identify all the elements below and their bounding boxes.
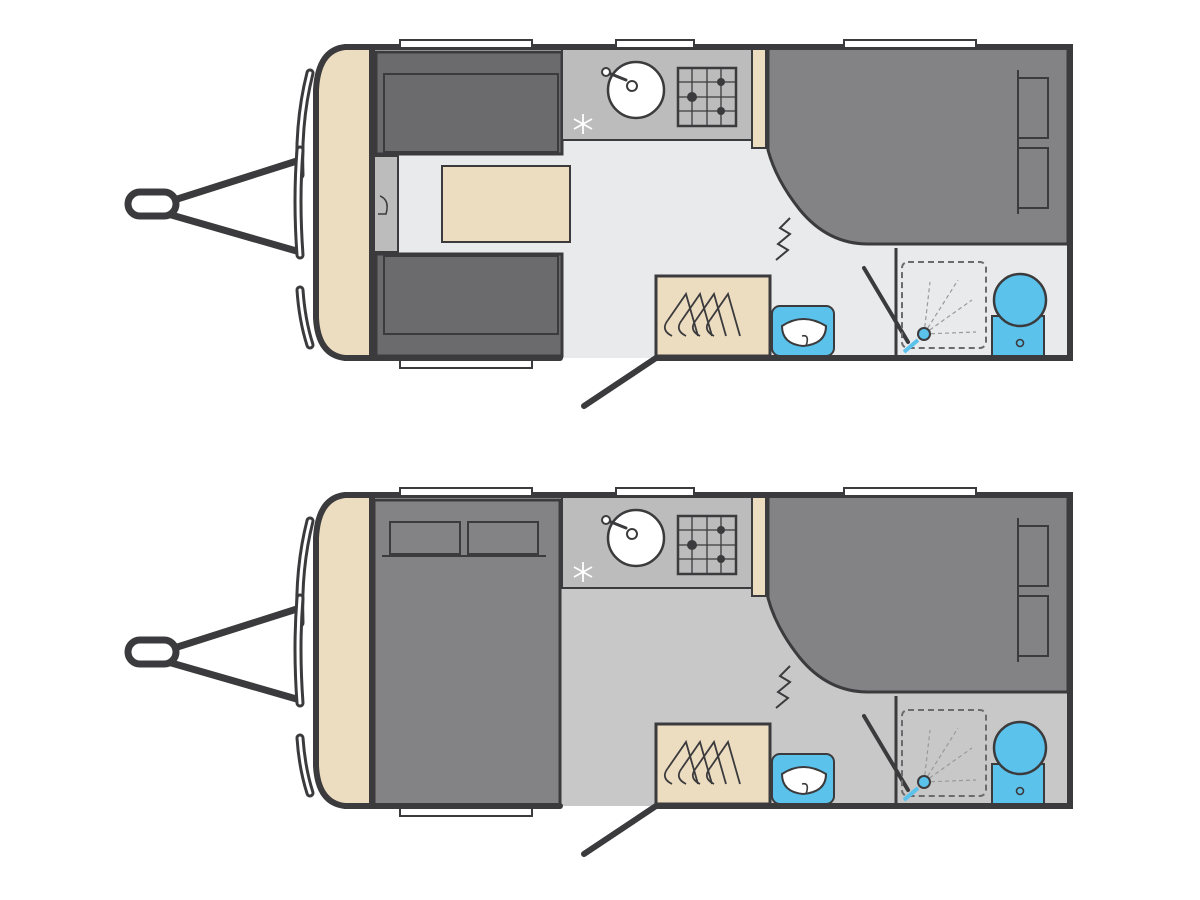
- pillow: [467, 521, 539, 555]
- tow-hitch-icon: [124, 604, 304, 704]
- washbasin-icon: [771, 305, 835, 357]
- entrance-door: [581, 803, 659, 857]
- fridge-snowflake-icon: [573, 562, 593, 582]
- hob-icon: [676, 514, 738, 576]
- sink-icon: [601, 60, 666, 120]
- kitchen-end-panel: [751, 495, 767, 597]
- tow-hitch-icon: [124, 156, 304, 256]
- shower-icon: [901, 261, 987, 354]
- fridge-snowflake-icon: [573, 114, 593, 134]
- wardrobe-hangers-icon: [663, 739, 741, 785]
- pillow: [1017, 77, 1049, 139]
- side-windows: [399, 487, 977, 817]
- outer-walls: [313, 492, 1073, 809]
- pillow: [389, 521, 461, 555]
- heater-icon: [371, 155, 399, 253]
- entrance-door: [581, 355, 659, 409]
- floorplan-day: [124, 39, 1073, 409]
- wardrobe-hangers-icon: [663, 291, 741, 337]
- washroom-door: [862, 266, 910, 344]
- heater-line-icon: [775, 217, 792, 261]
- pillow: [1017, 595, 1049, 657]
- washroom-door: [862, 714, 910, 792]
- toilet-icon: [991, 720, 1048, 805]
- pillow: [1017, 525, 1049, 587]
- kitchen-end-panel: [751, 47, 767, 149]
- hob-icon: [676, 66, 738, 128]
- heater-line-icon: [775, 665, 792, 709]
- washbasin-icon: [771, 753, 835, 805]
- dining-table: [441, 165, 571, 243]
- front-cabinet: [316, 495, 372, 806]
- front-windows: [293, 516, 315, 798]
- rear-bed: [766, 46, 1070, 246]
- rear-bed: [766, 494, 1070, 694]
- sink-icon: [601, 508, 666, 568]
- floorplan-night: [124, 487, 1073, 857]
- toilet-icon: [991, 272, 1048, 357]
- front-cabinet: [316, 47, 372, 358]
- pillow: [1017, 147, 1049, 209]
- front-windows: [293, 68, 315, 350]
- shower-icon: [901, 709, 987, 802]
- side-windows: [399, 39, 977, 369]
- outer-walls: [313, 44, 1073, 361]
